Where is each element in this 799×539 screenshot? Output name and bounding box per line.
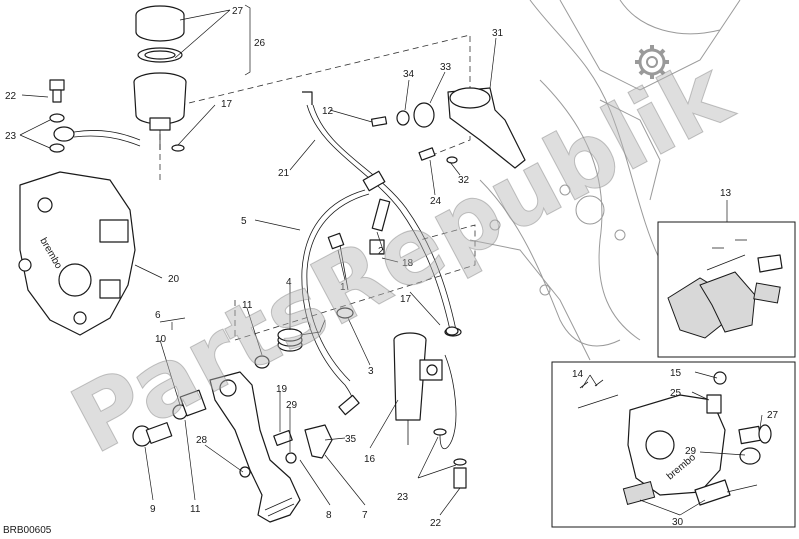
bushing — [369, 198, 391, 255]
callout-35: 35 — [345, 434, 357, 445]
pivot-bolt — [327, 232, 354, 319]
callout-28: 28 — [196, 435, 208, 446]
callout-32: 32 — [458, 175, 470, 186]
pedal-pivot-parts — [172, 355, 270, 420]
callout-6: 6 — [155, 310, 161, 321]
callout-12: 12 — [322, 106, 334, 117]
callout-14: 14 — [572, 369, 584, 380]
brake-pedal — [209, 371, 301, 523]
callout-29-inset: 29 — [685, 446, 697, 457]
group-frame-pedal — [234, 224, 476, 341]
callout-27-inset: 27 — [767, 410, 779, 421]
callout-3: 3 — [368, 366, 374, 377]
inset-brake-pads — [657, 200, 796, 358]
banjo-bolt-bottom — [433, 326, 467, 489]
diagram-code: BRB00605 — [3, 525, 52, 536]
callout-8: 8 — [326, 510, 332, 521]
callout-19: 19 — [276, 384, 288, 395]
callout-31: 31 — [492, 28, 504, 39]
group-frame-reservoir — [159, 34, 471, 180]
callout-10: 10 — [155, 334, 167, 345]
callout-18: 18 — [402, 258, 414, 269]
callout-33: 33 — [440, 62, 452, 73]
callout-30: 30 — [672, 517, 684, 528]
callout-34: 34 — [403, 69, 415, 80]
rear-caliper: brembo — [18, 171, 136, 336]
callout-16: 16 — [364, 454, 376, 465]
callout-15: 15 — [670, 368, 682, 379]
callout-22: 22 — [5, 91, 17, 102]
reservoir-cap — [135, 5, 185, 63]
callout-11-bottom: 11 — [190, 504, 201, 515]
callout-20: 20 — [168, 274, 180, 285]
callout-29: 29 — [286, 400, 298, 411]
leader-lines — [19, 4, 763, 516]
callout-24: 24 — [430, 196, 442, 207]
footpeg-bolt — [132, 422, 173, 447]
callout-2: 2 — [378, 246, 384, 257]
callout-labels: 27 26 17 22 23 20 21 5 31 34 33 12 32 24… — [5, 6, 779, 529]
inset-caliper: brembo — [551, 361, 796, 528]
return-spring — [277, 319, 326, 352]
callout-22-lower: 22 — [430, 518, 442, 529]
callout-27: 27 — [232, 6, 244, 17]
callout-11-top: 11 — [242, 300, 253, 311]
fluid-reservoir — [133, 72, 187, 152]
master-cylinder — [393, 332, 443, 445]
callout-21: 21 — [278, 168, 290, 179]
reservoir-bracket — [370, 87, 526, 169]
callout-25: 25 — [670, 388, 682, 399]
callout-5: 5 — [241, 216, 247, 227]
gear-icon — [635, 45, 669, 79]
callout-17: 17 — [221, 99, 233, 110]
callout-9: 9 — [150, 504, 156, 515]
callout-7: 7 — [362, 510, 368, 521]
rear-brake-return-line — [301, 170, 386, 416]
callout-23: 23 — [5, 131, 17, 142]
callout-1: 1 — [340, 282, 346, 293]
callout-13: 13 — [720, 188, 732, 199]
callout-26: 26 — [254, 38, 266, 49]
callout-17-lower: 17 — [400, 294, 412, 305]
clevis-and-pin — [239, 424, 333, 478]
banjo-bolt-top — [49, 79, 141, 153]
callout-4: 4 — [286, 277, 292, 288]
frame-outline — [469, 0, 741, 361]
callout-23-lower: 23 — [397, 492, 409, 503]
